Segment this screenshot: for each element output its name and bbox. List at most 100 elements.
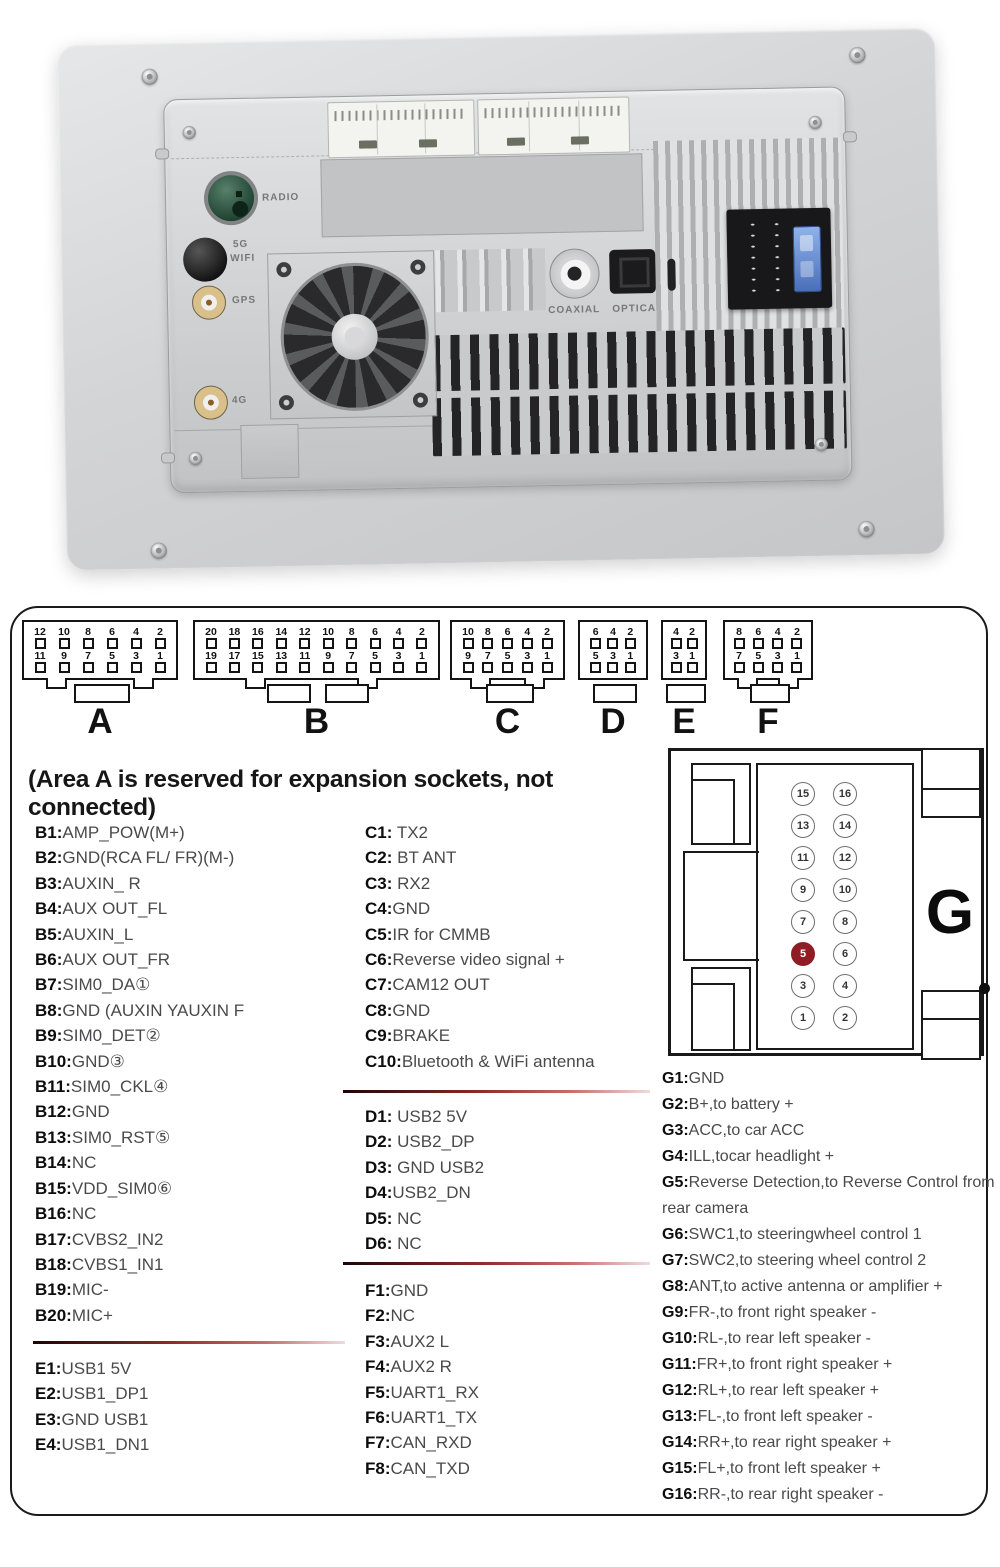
pin-desc: GND③: [71, 1051, 125, 1071]
pin-number: 18: [228, 625, 241, 638]
pin-square: [541, 638, 553, 650]
pin-number: 1: [794, 649, 800, 662]
pin-code: E4:: [35, 1435, 62, 1455]
g-pin-number: 10: [838, 884, 852, 896]
pin-description-row: B3:AUXIN_ R: [35, 871, 340, 896]
pin-number: 12: [298, 625, 311, 638]
pin: 14: [272, 627, 290, 650]
pin-description-row: F6:UART1_TX: [365, 1405, 665, 1430]
pin-code: B11:: [35, 1077, 71, 1097]
pin-desc: CAM12 OUT: [392, 975, 490, 995]
pin: 6: [749, 627, 767, 650]
pin-number: 4: [774, 625, 781, 638]
pin-desc: USB1_DP1: [61, 1384, 149, 1404]
pin-square: [590, 662, 602, 674]
pin-code: G10:: [662, 1330, 698, 1347]
pin-description-row: E4:USB1_DN1: [35, 1432, 340, 1457]
pin-description-row: F8:CAN_TXD: [365, 1456, 665, 1481]
g-pin: 12: [833, 846, 857, 870]
pin-desc: BT ANT: [392, 848, 457, 868]
pin-number: 8: [736, 625, 742, 638]
connector-label-d: D: [600, 702, 626, 741]
pin: 5: [749, 651, 767, 674]
pin-number: 7: [484, 649, 491, 662]
pin-code: C9:: [365, 1026, 393, 1046]
pin-square: [624, 662, 636, 674]
g-pin: 15: [791, 782, 815, 806]
g-pin-number: 8: [841, 916, 849, 928]
coaxial-jack: [549, 248, 601, 300]
pin-description-row: D5: NC: [365, 1206, 665, 1231]
pin-code: B8:: [35, 1000, 63, 1020]
pin-square: [252, 662, 264, 674]
pin: 6: [103, 627, 121, 650]
pin: 2: [413, 627, 431, 650]
pin-code: B9:: [35, 1026, 63, 1046]
pin-code: F8:: [365, 1458, 391, 1478]
pin-desc: USB2_DP: [392, 1132, 475, 1152]
pin-square: [369, 638, 381, 650]
radio-antenna-connector: [203, 170, 259, 226]
pin-square: [369, 662, 381, 674]
pin: 1: [684, 651, 700, 674]
pin-square: [228, 662, 240, 674]
pin-desc: AUX OUT_FL: [62, 899, 168, 919]
pin-code: C8:: [365, 1000, 393, 1020]
pin-desc: VDD_SIM0⑥: [71, 1178, 173, 1198]
pin: 16: [249, 627, 267, 650]
pin: 4: [518, 627, 536, 650]
pin: 6: [499, 627, 517, 650]
pin-description-row: B2:GND(RCA FL/ FR)(M-): [35, 845, 340, 870]
g-pin: 10: [833, 878, 857, 902]
g-pin-number: 5: [799, 948, 807, 960]
pin-desc: GND USB2: [392, 1157, 485, 1177]
pin-desc: RX2: [392, 873, 431, 893]
pin-description-row: G5:Reverse Detection,to Reverse Control …: [662, 1170, 997, 1222]
wifi-antenna-connector: [182, 237, 228, 283]
pin: 8: [343, 627, 361, 650]
pin-code: C6:: [365, 950, 393, 970]
g-pin-number: 3: [799, 980, 807, 992]
pin-square: [416, 638, 428, 650]
pin-desc: CVBS1_IN1: [71, 1254, 164, 1274]
pin: 4: [668, 627, 684, 650]
pin-desc: USB2_DN: [392, 1183, 471, 1203]
pin: 5: [499, 651, 517, 674]
pin-desc: CAN_RXD: [390, 1433, 472, 1453]
g-pin-number: 2: [841, 1012, 849, 1024]
pin-number: 10: [462, 625, 474, 638]
mount-pin: [155, 148, 170, 160]
pin-number: 15: [252, 649, 264, 662]
pin-code: B1:: [35, 823, 63, 842]
pin-description-row: F1:GND: [365, 1278, 665, 1303]
pin-square: [346, 662, 358, 674]
pin-description-row: B7:SIM0_DA①: [35, 972, 340, 997]
pin-desc: Reverse video signal +: [392, 950, 565, 970]
pin-desc: NC: [71, 1204, 97, 1224]
pin-code: B4:: [35, 899, 63, 919]
pin-number: 2: [544, 625, 550, 638]
pin-number: 6: [372, 625, 378, 638]
pin-desc: GND (AUXIN YAUXIN F: [62, 1000, 245, 1020]
pin-square: [299, 638, 311, 650]
pin-desc: NC: [71, 1153, 97, 1173]
pin-description-row: F7:CAN_RXD: [365, 1430, 665, 1455]
pin-code: G5:: [662, 1174, 689, 1191]
pin-desc: USB1_DN1: [61, 1435, 150, 1455]
pin-square: [205, 662, 217, 674]
pin-code: F7:: [365, 1433, 391, 1453]
wifi-label-1: 5G: [232, 238, 249, 251]
key-slot: [691, 779, 735, 845]
pin-square: [752, 638, 764, 650]
pin-square: [130, 638, 142, 650]
screw: [150, 542, 167, 559]
pin-desc: SIM0_DA①: [62, 975, 151, 995]
pin-square: [772, 638, 784, 650]
pin-code: E3:: [35, 1409, 62, 1429]
pin-desc: CVBS2_IN2: [71, 1229, 164, 1249]
g-pin: 5: [791, 942, 815, 966]
pin: 1: [151, 651, 169, 674]
pin-square: [205, 638, 217, 650]
pin-description-row: G13:FL-,to front left speaker -: [662, 1404, 997, 1430]
